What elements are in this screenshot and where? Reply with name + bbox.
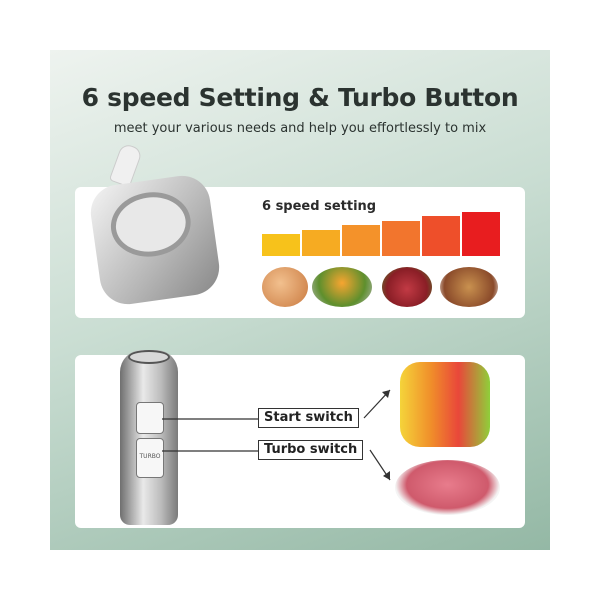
blender-handle-image: TURBO (120, 350, 178, 525)
food-nuts-image (440, 267, 498, 307)
speed-bar-1 (262, 234, 300, 256)
speed-dial-image (87, 172, 223, 308)
food-meat-image (382, 267, 432, 307)
start-switch-callout: Start switch (258, 408, 359, 428)
food-eggs-image (262, 267, 308, 307)
food-vegetables-image (312, 267, 372, 307)
start-switch (136, 402, 164, 434)
minced-meat-image (395, 460, 500, 515)
speed-bar-6 (462, 212, 500, 256)
speed-bars (262, 208, 504, 256)
speed-bar-3 (342, 225, 380, 256)
speed-bar-4 (382, 220, 420, 256)
product-image: 6 speed Setting & Turbo Button meet your… (50, 50, 550, 550)
page-subtitle: meet your various needs and help you eff… (113, 121, 487, 136)
speed-bar-5 (422, 216, 460, 256)
speed-bar-2 (302, 229, 340, 256)
turbo-switch: TURBO (136, 438, 164, 478)
speed-setting-label: 6 speed setting (262, 199, 377, 214)
turbo-switch-callout: Turbo switch (258, 440, 364, 460)
page-title: 6 speed Setting & Turbo Button (81, 83, 519, 112)
juice-glasses-image (400, 362, 490, 447)
